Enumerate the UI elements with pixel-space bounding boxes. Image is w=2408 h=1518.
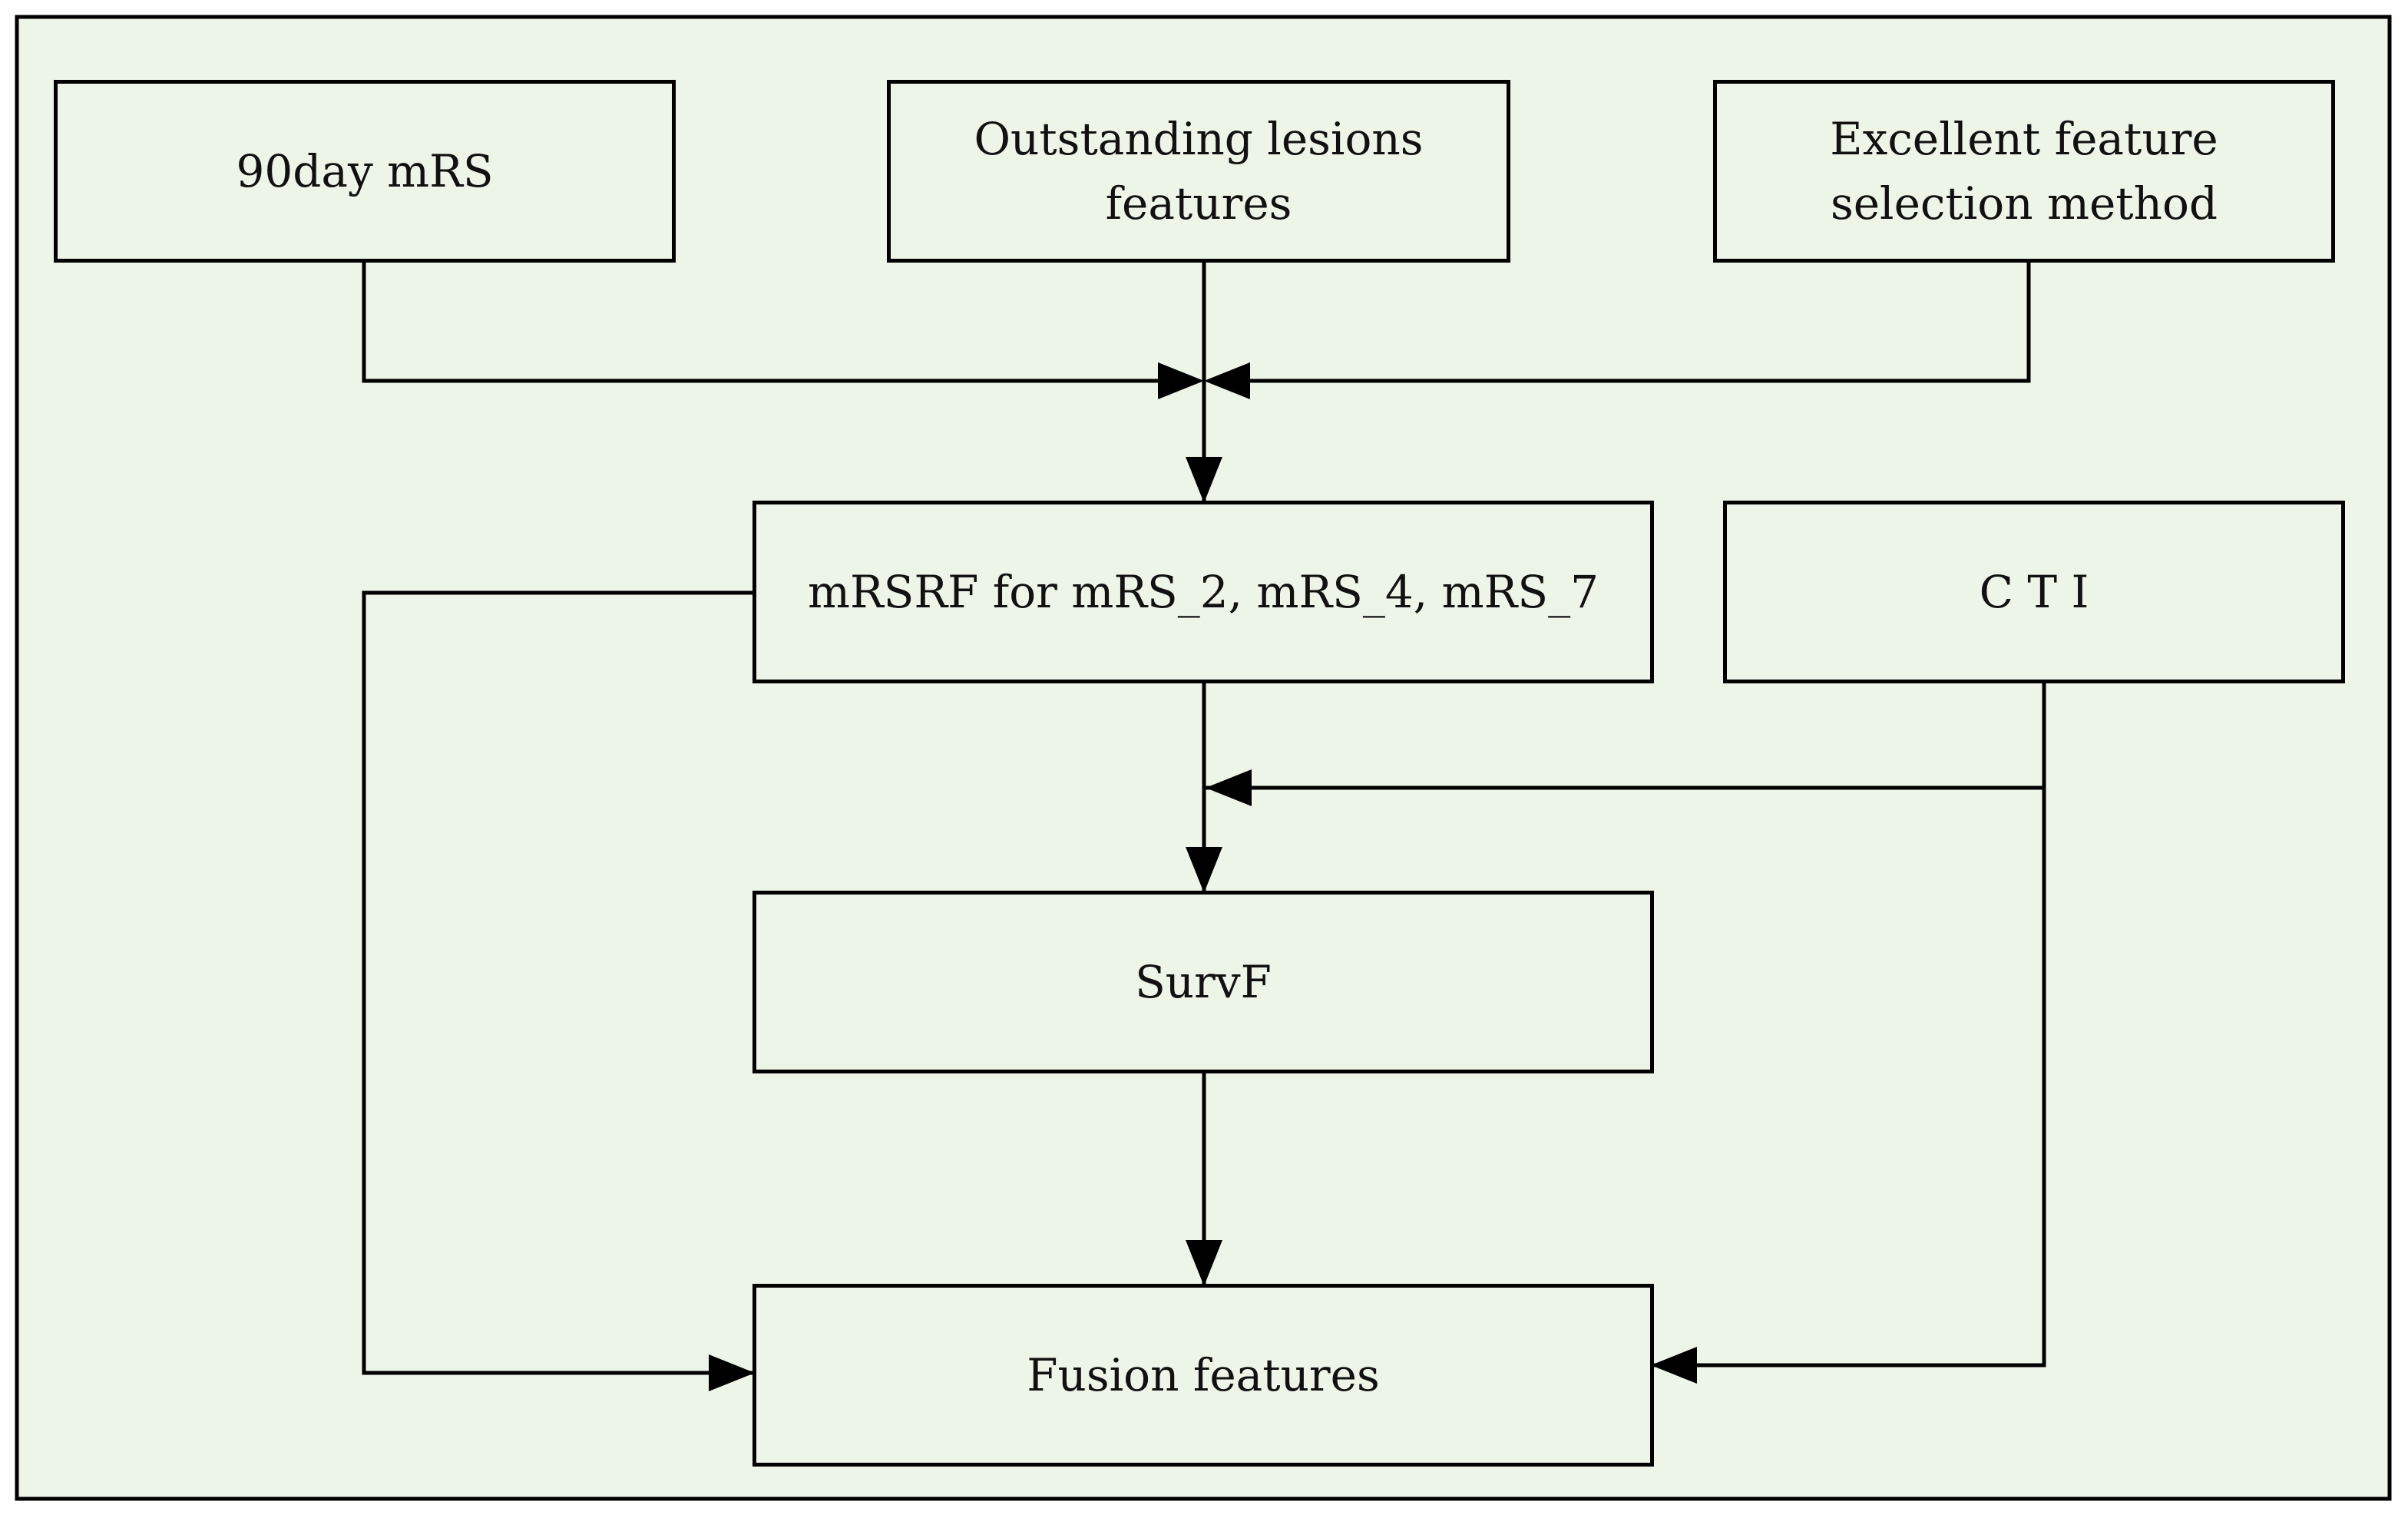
node-survf: SurvF (752, 891, 1654, 1073)
edge-selection-to-merge (1213, 261, 2031, 383)
arrowhead-into-fusion-top (1186, 1240, 1222, 1286)
arrowhead-cti-junction (1206, 769, 1252, 806)
node-90day-mrs: 90day mRS (54, 80, 676, 263)
node-fusion-features-label: Fusion features (1027, 1349, 1380, 1401)
node-fusion-features: Fusion features (752, 1284, 1654, 1467)
node-feature-selection-label: Excellent feature selection method (1830, 113, 2218, 230)
node-outstanding-lesions: Outstanding lesions features (887, 80, 1510, 263)
node-outstanding-lesions-label: Outstanding lesions features (974, 113, 1424, 230)
edge-mrs90-to-merge (362, 261, 1194, 383)
arrowhead-merge-left (1158, 362, 1204, 399)
arrowhead-into-mrsrf (1186, 457, 1222, 503)
node-cti: C T I (1723, 501, 2345, 683)
node-cti-label: C T I (1979, 566, 2089, 618)
arrowhead-into-fusion-right (1651, 1347, 1697, 1384)
node-survf-label: SurvF (1135, 956, 1272, 1008)
arrowhead-merge-right (1204, 362, 1250, 399)
node-feature-selection: Excellent feature selection method (1713, 80, 2335, 263)
node-mrsrf-label: mRSRF for mRS_2, mRS_4, mRS_7 (808, 566, 1599, 618)
edge-mrsrf-to-fusion (362, 590, 752, 1375)
node-mrsrf: mRSRF for mRS_2, mRS_4, mRS_7 (752, 501, 1654, 683)
arrowhead-into-survf (1186, 847, 1222, 893)
edge-cti-to-fusion (1652, 788, 2046, 1368)
node-90day-mrs-label: 90day mRS (236, 145, 494, 197)
arrowhead-into-fusion-left (709, 1354, 755, 1391)
